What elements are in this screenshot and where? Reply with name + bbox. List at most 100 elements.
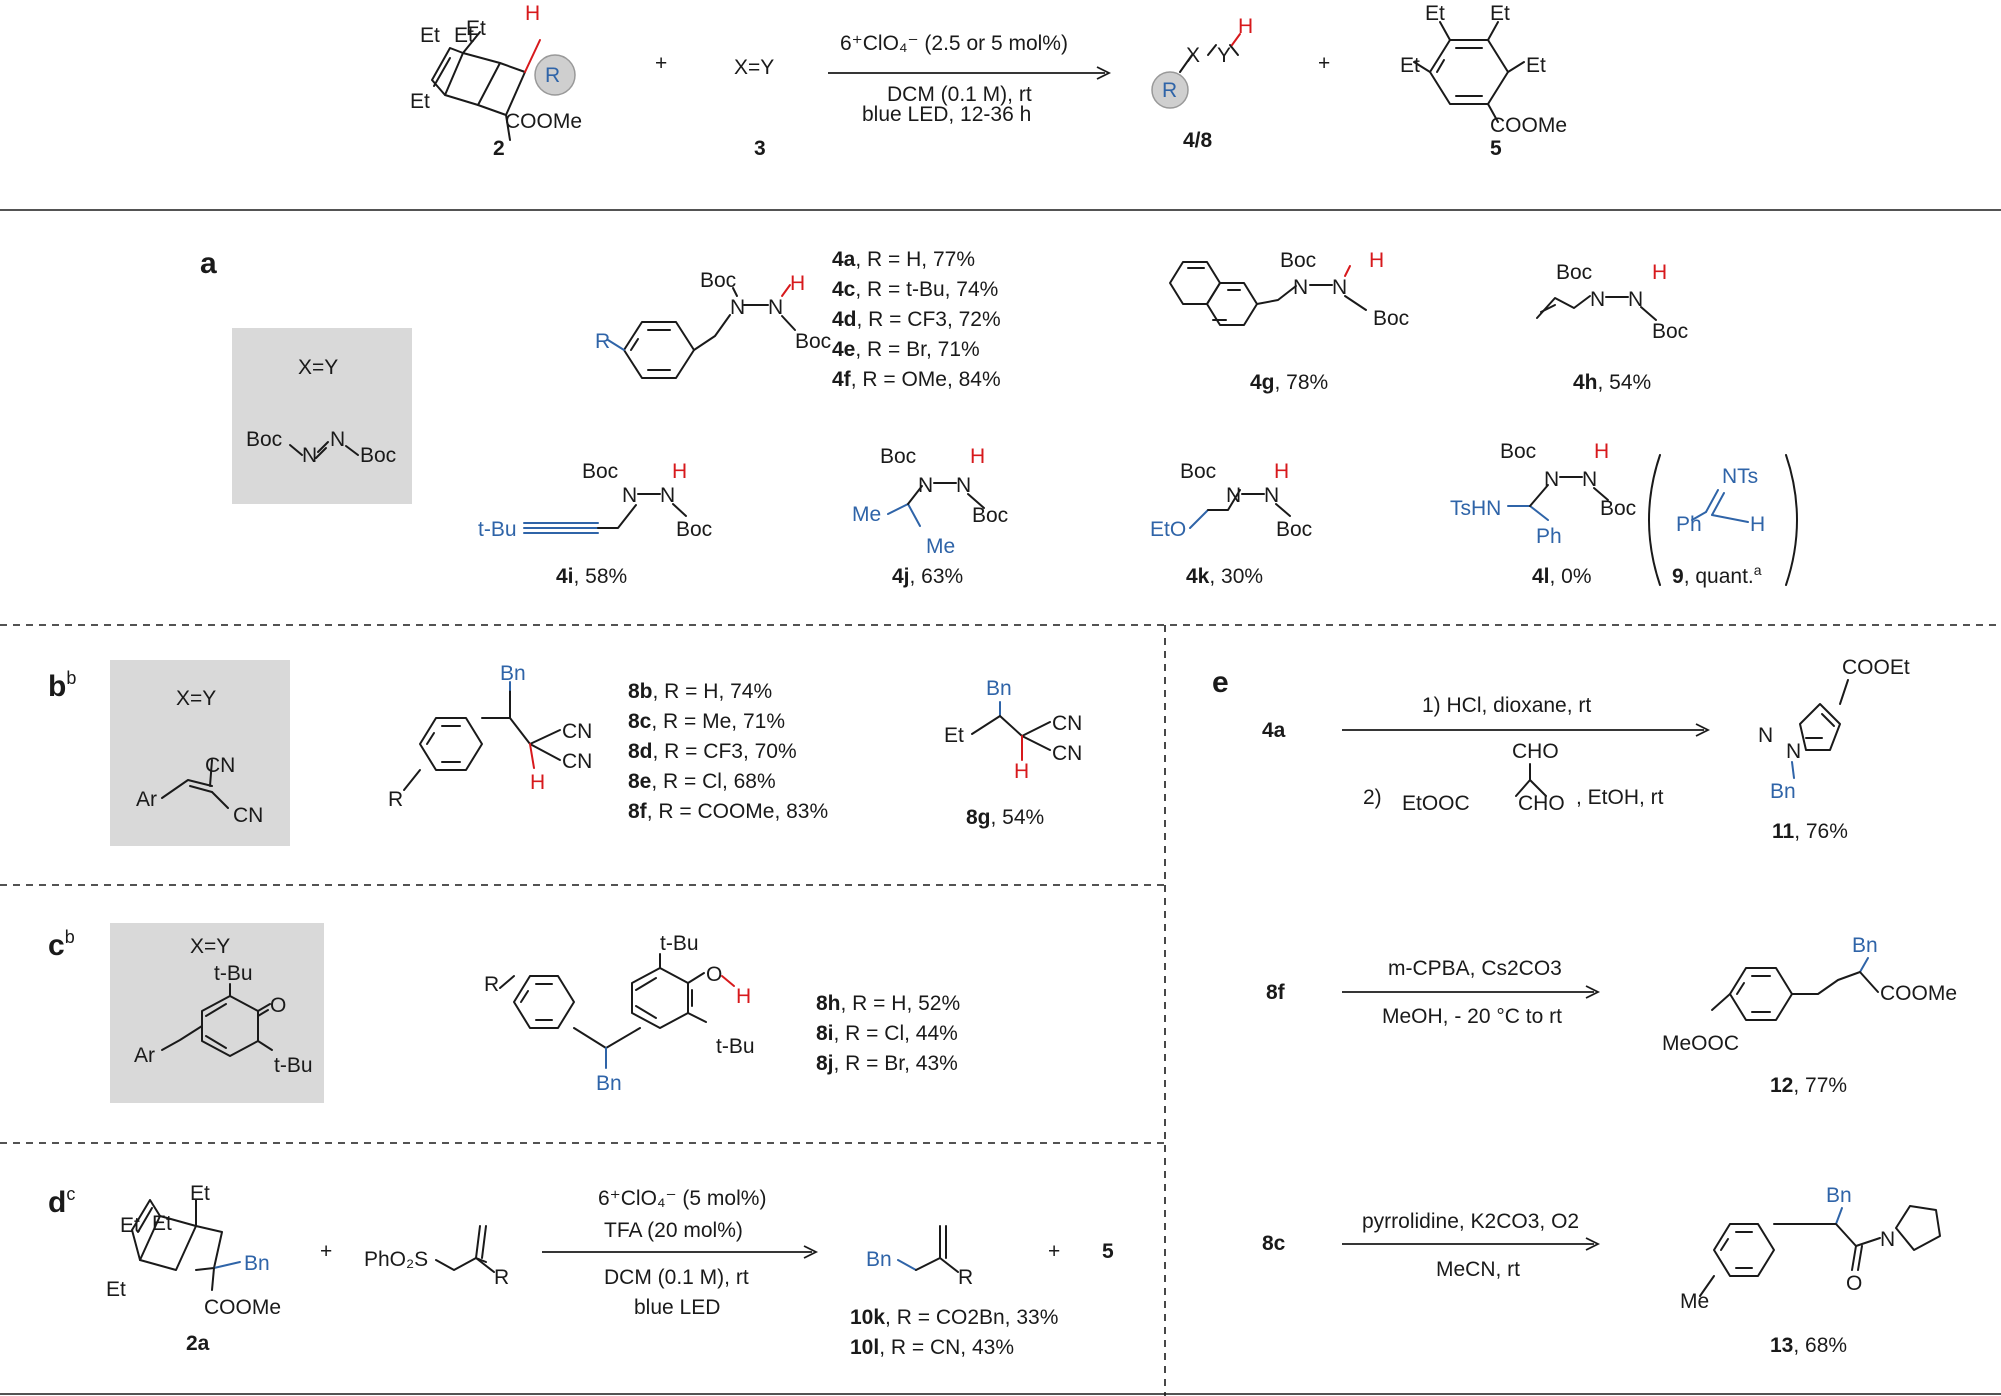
- panel-e-letter: e: [1212, 666, 1229, 699]
- panel-a-letter: a: [200, 247, 217, 280]
- structure-compound-2a: Et Et Et Et Bn COOMe 2a: [106, 1182, 281, 1355]
- svg-text:Bn: Bn: [244, 1252, 270, 1275]
- svg-text:Boc: Boc: [1373, 307, 1409, 330]
- svg-text:8c, R = Me, 71%: 8c, R = Me, 71%: [628, 710, 785, 733]
- svg-text:t-Bu: t-Bu: [716, 1035, 755, 1058]
- panel-e: e 4a 1) HCl, dioxane, rt 2) CHO EtOOC CH…: [1212, 656, 1957, 1357]
- svg-text:4f, R = OMe, 84%: 4f, R = OMe, 84%: [832, 368, 1001, 391]
- svg-text:Bn: Bn: [1770, 780, 1796, 803]
- svg-text:Me: Me: [926, 535, 955, 558]
- structure-10k-l: Bn R: [866, 1225, 973, 1289]
- structure-allyl-sulfone: PhO₂S R: [364, 1225, 509, 1289]
- svg-text:R: R: [958, 1266, 973, 1289]
- svg-text:Me: Me: [1680, 1290, 1709, 1313]
- structure-12: Bn COOMe MeOOC 12, 77%: [1662, 934, 1957, 1097]
- panel-e-r1-cond-2-prefix: 2): [1363, 786, 1382, 809]
- svg-text:11, 76%: 11, 76%: [1772, 820, 1848, 843]
- svg-text:H: H: [672, 460, 687, 483]
- svg-text:Boc: Boc: [1180, 460, 1216, 483]
- svg-text:H: H: [1238, 15, 1253, 38]
- svg-text:8j, R = Br, 43%: 8j, R = Br, 43%: [816, 1052, 958, 1075]
- panel-d-byproduct: 5: [1102, 1240, 1114, 1263]
- panel-d-conditions-2: blue LED: [634, 1296, 720, 1319]
- svg-text:N: N: [1264, 484, 1279, 507]
- svg-text:N: N: [660, 484, 675, 507]
- svg-text:N: N: [330, 428, 345, 451]
- svg-text:H: H: [530, 771, 545, 794]
- panel-d-additive: TFA (20 mol%): [604, 1219, 743, 1242]
- panel-d: dc Et Et Et Et Bn COOMe 2a + PhO₂S R 6⁺C…: [48, 1182, 1114, 1359]
- svg-text:8i, R = Cl, 44%: 8i, R = Cl, 44%: [816, 1022, 958, 1045]
- svg-text:4a, R = H, 77%: 4a, R = H, 77%: [832, 248, 975, 271]
- svg-text:Boc: Boc: [1280, 249, 1316, 272]
- svg-text:4j, 63%: 4j, 63%: [892, 565, 963, 588]
- panel-e-r2-cond-2: MeOH, - 20 °C to rt: [1382, 1005, 1562, 1028]
- label-3: 3: [754, 137, 766, 160]
- structure-13: Bn O N Me 13, 68%: [1680, 1184, 1941, 1357]
- svg-text:Et: Et: [454, 24, 474, 47]
- svg-text:Boc: Boc: [1652, 320, 1688, 343]
- svg-text:8h, R = H, 52%: 8h, R = H, 52%: [816, 992, 960, 1015]
- label-5: 5: [1490, 137, 1502, 160]
- svg-text:N: N: [622, 484, 637, 507]
- svg-text:H: H: [1014, 760, 1029, 783]
- svg-text:CN: CN: [1052, 742, 1082, 765]
- svg-text:9, quant.a: 9, quant.a: [1672, 562, 1762, 588]
- structure-8h-j: R Bn t-Bu O H t-Bu: [484, 932, 755, 1095]
- panel-a-reagent-box: [232, 328, 412, 504]
- svg-text:4c, R = t-Bu, 74%: 4c, R = t-Bu, 74%: [832, 278, 998, 301]
- structure-4a-f: R Boc N N H Boc: [595, 269, 831, 379]
- svg-text:4k, 30%: 4k, 30%: [1186, 565, 1263, 588]
- svg-text:Boc: Boc: [700, 269, 736, 292]
- top-scheme: Et Et Et Et H R COOMe 2 + X=Y 3 6⁺ClO₄⁻ …: [410, 2, 1567, 160]
- structure-quinone-methide: O t-Bu t-Bu Ar: [134, 962, 313, 1077]
- svg-text:COOEt: COOEt: [1842, 656, 1910, 679]
- svg-text:Boc: Boc: [795, 330, 831, 353]
- list-10k-l: 10k, R = CO2Bn, 33% 10l, R = CN, 43%: [850, 1306, 1058, 1359]
- svg-text:Bn: Bn: [986, 677, 1012, 700]
- panel-b-box-title: X=Y: [176, 687, 216, 710]
- panel-a: a X=Y Boc N N Boc R Boc N N H Boc 4a, R …: [200, 247, 1798, 588]
- svg-text:Et: Et: [410, 90, 430, 113]
- svg-text:COOMe: COOMe: [1880, 982, 1957, 1005]
- plus-sign: +: [655, 52, 667, 75]
- svg-text:H: H: [1594, 440, 1609, 463]
- svg-text:Boc: Boc: [972, 504, 1008, 527]
- list-4a-f: 4a, R = H, 77% 4c, R = t-Bu, 74% 4d, R =…: [832, 248, 1001, 391]
- svg-text:N: N: [1582, 468, 1597, 491]
- svg-text:Et: Et: [152, 1212, 172, 1235]
- svg-text:10l, R = CN, 43%: 10l, R = CN, 43%: [850, 1336, 1014, 1359]
- svg-text:R: R: [388, 788, 403, 811]
- conditions-2: blue LED, 12-36 h: [862, 103, 1031, 126]
- svg-text:+: +: [320, 1240, 332, 1263]
- svg-text:R: R: [494, 1266, 509, 1289]
- panel-c-reagent-box: [110, 923, 324, 1103]
- svg-text:Bn: Bn: [596, 1072, 622, 1095]
- svg-text:N: N: [1590, 288, 1605, 311]
- svg-text:N: N: [918, 474, 933, 497]
- svg-text:4g, 78%: 4g, 78%: [1250, 371, 1328, 394]
- svg-text:CN: CN: [1052, 712, 1082, 735]
- svg-text:Me: Me: [852, 503, 881, 526]
- svg-text:MeOOC: MeOOC: [1662, 1032, 1739, 1055]
- panel-b: bb X=Y Ar CN CN R Bn CN CN H 8b, R = H, …: [48, 660, 1082, 846]
- panel-e-r1-cond-1: 1) HCl, dioxane, rt: [1422, 694, 1591, 717]
- panel-e-r3-sm: 8c: [1262, 1232, 1286, 1255]
- svg-text:Et: Et: [1425, 2, 1445, 25]
- svg-text:Boc: Boc: [360, 444, 396, 467]
- svg-text:N: N: [302, 444, 317, 467]
- plus-sign: +: [1318, 52, 1330, 75]
- svg-text:cb: cb: [48, 927, 75, 962]
- svg-text:N: N: [1226, 484, 1241, 507]
- svg-text:Ph: Ph: [1676, 513, 1702, 536]
- structure-malonaldehyde: CHO EtOOC CHO: [1402, 740, 1565, 815]
- svg-text:N: N: [1293, 276, 1308, 299]
- label-4-8: 4/8: [1183, 129, 1213, 152]
- svg-text:Bn: Bn: [866, 1248, 892, 1271]
- structure-product-generic: R X Y H 4/8: [1151, 15, 1253, 152]
- svg-text:N: N: [730, 296, 745, 319]
- svg-text:Et: Et: [1400, 54, 1420, 77]
- svg-text:N: N: [1332, 276, 1347, 299]
- svg-text:H: H: [970, 445, 985, 468]
